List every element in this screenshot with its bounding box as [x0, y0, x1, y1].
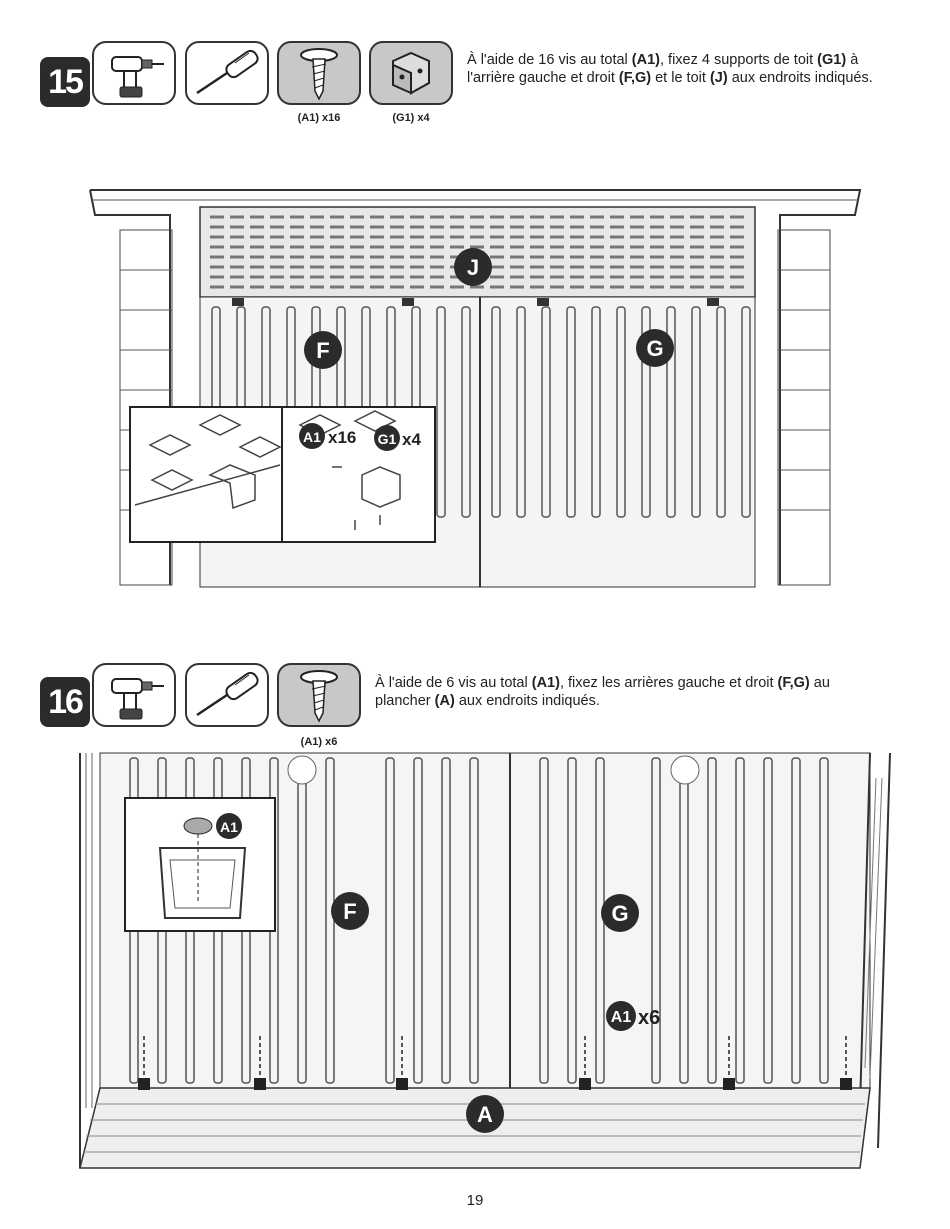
part-a1-label-2: (A1) x6: [300, 736, 338, 748]
screw-part-box: [277, 41, 361, 105]
callout-A: A: [466, 1095, 504, 1133]
screwdriver-tool-box: [185, 41, 269, 105]
svg-text:x6: x6: [638, 1007, 660, 1029]
callout-J: J: [454, 248, 492, 286]
svg-text:G: G: [611, 901, 628, 926]
step-16-instruction: À l'aide de 6 vis au total (A1), fixez l…: [375, 675, 830, 709]
step-15-badge: 15: [40, 57, 90, 107]
callout-F: F: [304, 331, 342, 369]
svg-text:F: F: [316, 338, 329, 363]
callout-A1-x16: A1 x16: [299, 423, 356, 449]
svg-text:J: J: [467, 255, 479, 280]
callout-F: F: [331, 892, 369, 930]
callout-G: G: [636, 329, 674, 367]
callout-G: G: [601, 894, 639, 932]
svg-text:G1: G1: [378, 431, 397, 447]
callout-A1-x6: A1 x6: [606, 1001, 660, 1031]
drill-tool-box: [92, 41, 176, 105]
svg-text:A1: A1: [303, 429, 321, 445]
drill-tool-box-2: [92, 663, 176, 727]
svg-text:A1: A1: [611, 1009, 632, 1026]
screwdriver-icon: [196, 49, 259, 95]
svg-text:x4: x4: [402, 430, 421, 449]
screwdriver-tool-box-2: [185, 663, 269, 727]
step-15-instruction: À l'aide de 16 vis au total (A1), fixez …: [467, 52, 873, 86]
bracket-part-box: [369, 41, 453, 105]
step-16-illustration: A1 F G A1 x6 A: [79, 752, 891, 1169]
part-g1-label: (G1) x4: [392, 112, 430, 124]
svg-text:G: G: [646, 336, 663, 361]
bracket-icon: [392, 51, 430, 95]
drill-icon: [111, 678, 164, 720]
svg-text:F: F: [343, 899, 356, 924]
screw-icon: [300, 670, 338, 723]
svg-text:A: A: [477, 1102, 493, 1127]
callout-A1-inset: A1: [216, 813, 242, 839]
step-15-illustration: J F G A1 x16 G1 x4: [89, 189, 862, 588]
svg-text:x16: x16: [328, 428, 356, 447]
screw-part-box-2: [277, 663, 361, 727]
screw-icon: [300, 48, 338, 101]
screwdriver-icon: [196, 671, 259, 717]
part-a1-label: (A1) x16: [297, 112, 341, 124]
svg-text:A1: A1: [220, 819, 238, 835]
drill-icon: [111, 56, 164, 98]
step-16-badge: 16: [40, 677, 90, 727]
page-number: 19: [466, 1192, 484, 1209]
callout-G1-x4: G1 x4: [374, 425, 421, 451]
